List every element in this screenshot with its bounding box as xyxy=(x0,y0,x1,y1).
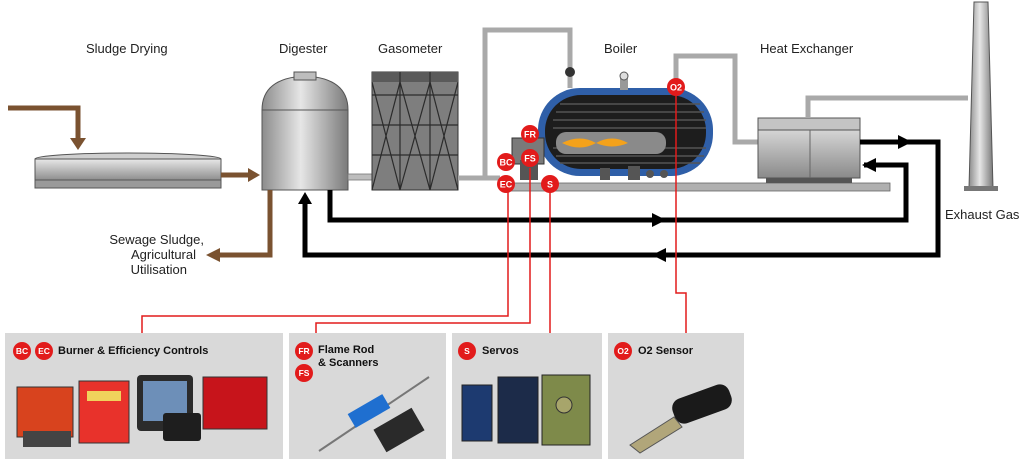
panel-servos: S Servos xyxy=(452,333,602,459)
pin-fs: FS xyxy=(521,149,539,167)
pin-ec-label: EC xyxy=(500,180,513,190)
panel-flame-scanners: FR FS Flame Rod & Scanners xyxy=(289,333,446,459)
exhaust-stack xyxy=(964,1,998,191)
panel-servos-title: Servos xyxy=(482,345,519,357)
label-heat-exchanger: Heat Exchanger xyxy=(760,41,854,56)
flame-scanner-products-image xyxy=(318,376,430,453)
digester-tank xyxy=(261,71,349,191)
label-boiler: Boiler xyxy=(604,41,638,56)
servos-products-image xyxy=(461,374,591,446)
boiler-base xyxy=(504,182,891,192)
badge-o2: O2 xyxy=(614,342,632,360)
pin-fs-label: FS xyxy=(524,154,536,164)
burner-controls-products-image xyxy=(16,375,268,447)
gas-valve-icon xyxy=(565,67,575,77)
pin-bc: BC xyxy=(497,153,515,171)
sludge-to-digester-arrow xyxy=(221,168,260,182)
sludge-inflow-arrow xyxy=(8,105,86,150)
pin-ec: EC xyxy=(497,175,515,193)
pin-fr-label: FR xyxy=(524,130,536,140)
flue-pipe xyxy=(673,53,758,145)
label-sludge-drying: Sludge Drying xyxy=(86,41,168,56)
exhaust-pipe xyxy=(805,95,968,118)
gas-train-valves xyxy=(600,166,668,180)
panel-burner-controls: BC EC Burner & Efficiency Controls xyxy=(5,333,283,459)
digester-gas-pipe xyxy=(347,173,373,181)
pin-bc-label: BC xyxy=(500,158,513,168)
label-sewage-line2: Agricultural xyxy=(131,247,196,262)
label-gasometer: Gasometer xyxy=(378,41,443,56)
badge-fr: FR xyxy=(295,342,313,360)
panel-burner-title: Burner & Efficiency Controls xyxy=(58,345,209,357)
pin-s-label: S xyxy=(547,180,553,190)
badge-fs: FS xyxy=(295,364,313,382)
pin-fr: FR xyxy=(521,125,539,143)
label-sewage-line1: Sewage Sludge, xyxy=(109,232,204,247)
pin-s: S xyxy=(541,175,559,193)
badge-s: S xyxy=(458,342,476,360)
panel-o2-title: O2 Sensor xyxy=(638,345,694,357)
flow-arrowheads xyxy=(298,135,912,262)
sewage-sludge-outflow-arrow xyxy=(206,190,273,262)
panel-flame-title-line1: Flame Rod xyxy=(318,344,375,356)
pin-o2: O2 xyxy=(667,78,685,96)
panel-flame-title-line2: & Scanners xyxy=(318,357,379,369)
heat-exchanger-unit xyxy=(757,117,861,183)
gas-supply-pipe xyxy=(458,27,573,181)
o2-sensor-product-image xyxy=(629,384,732,454)
gasometer-tank xyxy=(371,71,459,191)
label-sewage-line3: Utilisation xyxy=(131,262,187,277)
sludge-drying-bed xyxy=(34,152,222,189)
badge-ec: EC xyxy=(35,342,53,360)
boiler-vessel xyxy=(538,71,713,176)
pin-o2-label: O2 xyxy=(670,83,682,93)
label-digester: Digester xyxy=(279,41,328,56)
sensor-connector-lines xyxy=(141,96,687,333)
badge-bc: BC xyxy=(13,342,31,360)
label-exhaust-gas: Exhaust Gas xyxy=(945,207,1020,222)
panel-o2-sensor: O2 O2 Sensor xyxy=(608,333,744,459)
